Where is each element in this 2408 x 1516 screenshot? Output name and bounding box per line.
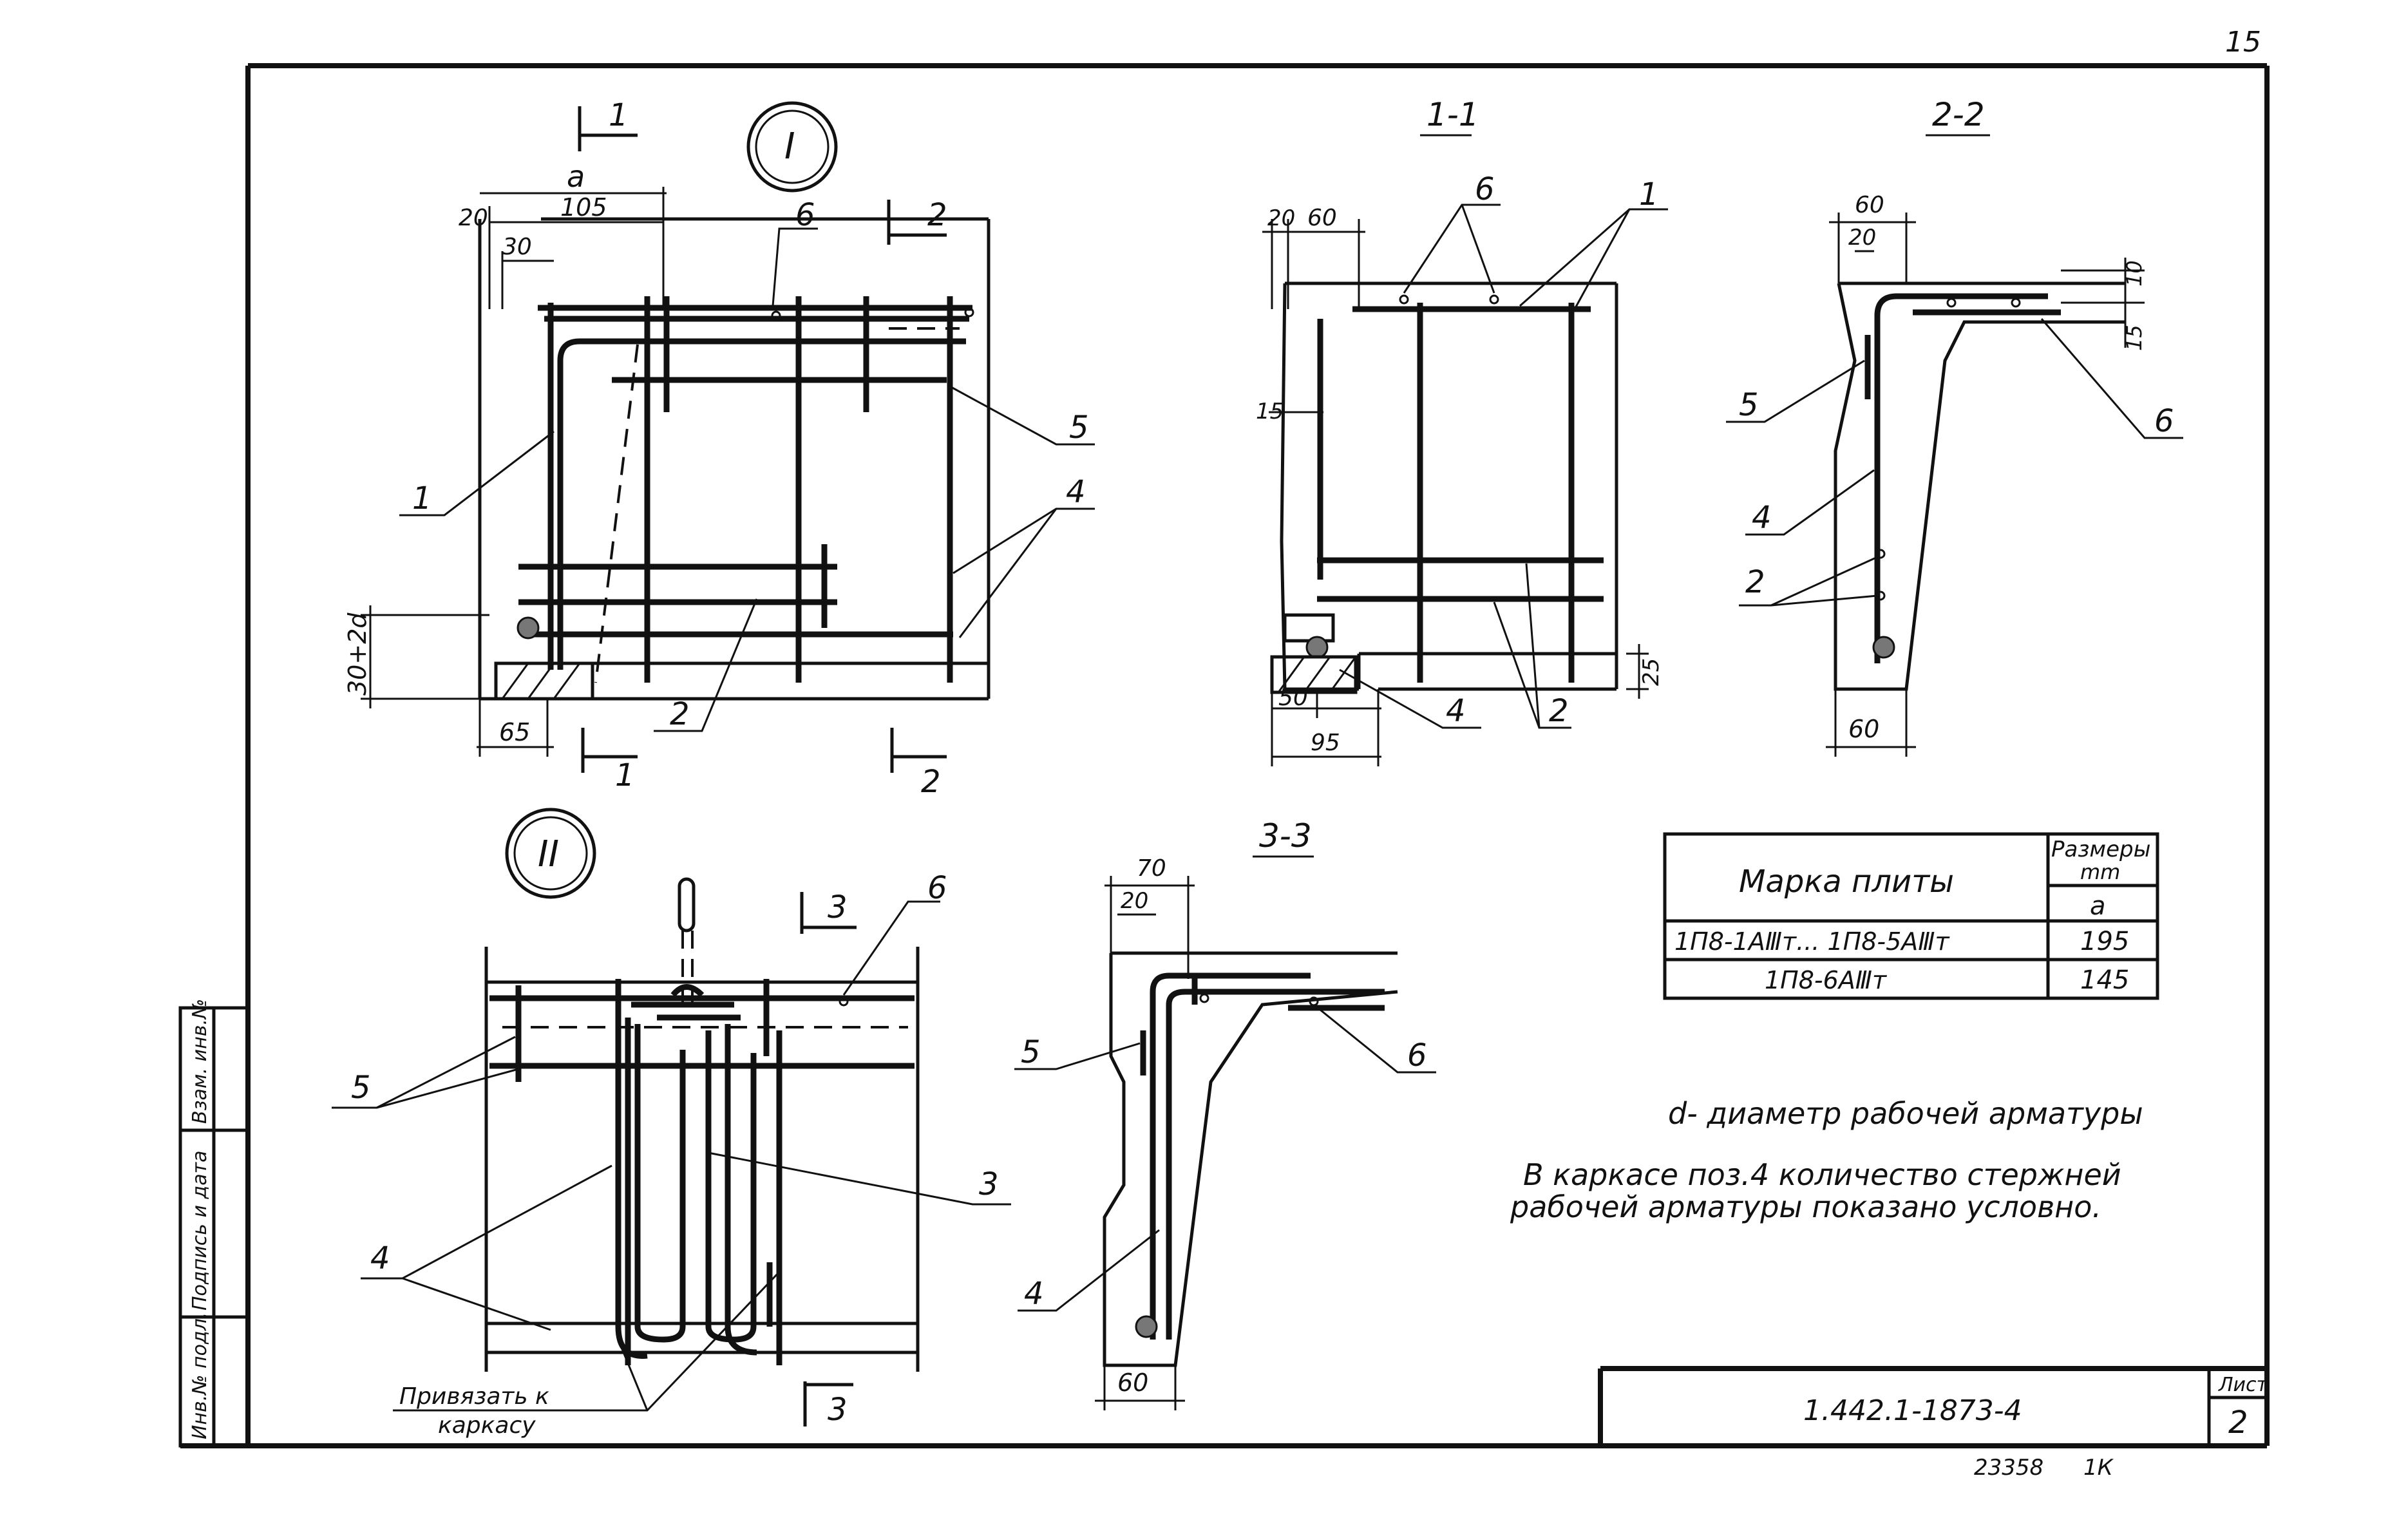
table-header-size: Размеры [2051, 837, 2150, 862]
table-row-1-mark: 1П8-1АⅢт... 1П8-5АⅢт [1674, 927, 1950, 956]
pos-n1-6: 6 [795, 197, 815, 233]
pos-n2-3: 3 [979, 1166, 999, 1202]
side-stamp-sign: Подпись и дата [189, 1151, 211, 1311]
node-1-view: I 1 2 1 2 [343, 97, 1095, 800]
pos-s11-4: 4 [1446, 693, 1466, 729]
dim-s33-20: 20 [1121, 888, 1148, 914]
table-header-a: a [2090, 891, 2106, 921]
side-stamp-replace: Взам. инв.№ [189, 999, 211, 1124]
tie-note-line2: каркасу [438, 1412, 536, 1439]
pos-s22-5: 5 [1739, 387, 1759, 423]
section-3-3-title: 3-3 [1259, 817, 1312, 855]
dim-s22-15: 15 [2122, 325, 2147, 351]
sheet-value: 2 [2228, 1405, 2248, 1441]
table-header-mark: Марка плиты [1739, 864, 1954, 900]
dim-s33-70: 70 [1137, 855, 1166, 882]
dim-s22-60: 60 [1855, 192, 1884, 218]
table-header-unit: mm [2080, 860, 2120, 884]
pos-s11-1: 1 [1639, 176, 1659, 213]
bottom-code: 23358 [1974, 1455, 2043, 1481]
dim-n1-a: a [567, 159, 585, 194]
pos-s33-4: 4 [1024, 1276, 1044, 1312]
node-1-circle [746, 101, 838, 193]
sheet-label: Лист [2218, 1374, 2269, 1396]
dim-n1-65: 65 [499, 718, 530, 746]
pos-n2-5: 5 [351, 1070, 371, 1106]
section-1-1-view: 1-1 20 60 15 50 95 [1256, 96, 1668, 766]
dim-s11-20: 20 [1267, 205, 1295, 231]
pos-n1-2: 2 [670, 696, 690, 732]
side-stamp: Инв.№ подл. Подпись и дата Взам. инв.№ [178, 999, 250, 1448]
section-mark-1-bottom: 1 [615, 757, 635, 793]
section-mark-3-bottom: 3 [828, 1392, 848, 1428]
dim-s11-25: 25 [1638, 658, 1664, 686]
sheet-frame [180, 63, 2270, 1448]
section-2-2-view: 2-2 60 20 10 15 60 5 4 2 [1726, 96, 2183, 757]
node-2-view: II 3 3 5 [332, 808, 1011, 1439]
section-mark-2-bottom: 2 [921, 764, 941, 800]
note-line-1: В каркасе поз.4 количество стержней [1523, 1157, 2121, 1192]
section-mark-2-top: 2 [927, 197, 947, 233]
dim-s22-60b: 60 [1848, 715, 1879, 743]
note-line-2: рабочей арматуры показано условно. [1510, 1189, 2101, 1224]
pos-n1-1: 1 [412, 480, 432, 516]
pos-s22-2: 2 [1745, 564, 1765, 600]
sheet-number: 15 [2225, 26, 2261, 59]
dim-n1-30-2d: 30+2d [343, 612, 372, 696]
node-2-label: II [538, 833, 559, 875]
section-1-1-title: 1-1 [1427, 96, 1479, 133]
pos-s33-6: 6 [1407, 1038, 1427, 1074]
pos-n1-4: 4 [1066, 474, 1086, 510]
tie-note-line1: Привязать к [399, 1383, 549, 1410]
bottom-format: 1К [2083, 1455, 2114, 1481]
title-stamp: 1.442.1-1873-4 Лист 2 [1598, 1366, 2269, 1446]
node-1-label: I [784, 126, 795, 167]
dim-n1-20: 20 [459, 205, 488, 231]
table-row-2-mark: 1П8-6АⅢт [1765, 966, 1888, 994]
pos-n2-6: 6 [927, 870, 947, 906]
pos-s22-4: 4 [1752, 500, 1772, 536]
dim-s22-20: 20 [1848, 225, 1876, 251]
section-3-3-view: 3-3 70 20 60 5 4 6 [1014, 817, 1436, 1410]
section-mark-3-top: 3 [828, 889, 848, 925]
note-d-definition: d- диаметр рабочей арматуры [1668, 1096, 2143, 1131]
dim-s11-95: 95 [1311, 730, 1340, 756]
pos-n2-4: 4 [370, 1240, 390, 1276]
pos-s22-6: 6 [2154, 403, 2174, 439]
dim-s33-60: 60 [1117, 1369, 1148, 1397]
dim-s11-60: 60 [1307, 205, 1337, 231]
table-row-2-a: 145 [2080, 965, 2129, 995]
pos-s11-6: 6 [1475, 171, 1495, 207]
section-2-2-title: 2-2 [1932, 96, 1985, 133]
pos-n1-5: 5 [1069, 410, 1089, 446]
doc-code: 1.442.1-1873-4 [1803, 1394, 2022, 1427]
pos-s11-2: 2 [1549, 693, 1569, 729]
marks-table: Марка плиты Размеры mm a 1П8-1АⅢт... 1П8… [1663, 832, 2159, 1000]
pos-s33-5: 5 [1021, 1034, 1041, 1070]
table-row-1-a: 195 [2080, 927, 2129, 956]
section-mark-1-top: 1 [609, 97, 629, 133]
side-stamp-inv: Инв.№ подл. [189, 1312, 211, 1439]
node-2-circle [505, 808, 596, 899]
dim-n1-105: 105 [560, 193, 607, 222]
dim-s11-50: 50 [1278, 685, 1308, 711]
dim-n1-30: 30 [502, 234, 532, 260]
dim-s22-10: 10 [2122, 260, 2147, 287]
